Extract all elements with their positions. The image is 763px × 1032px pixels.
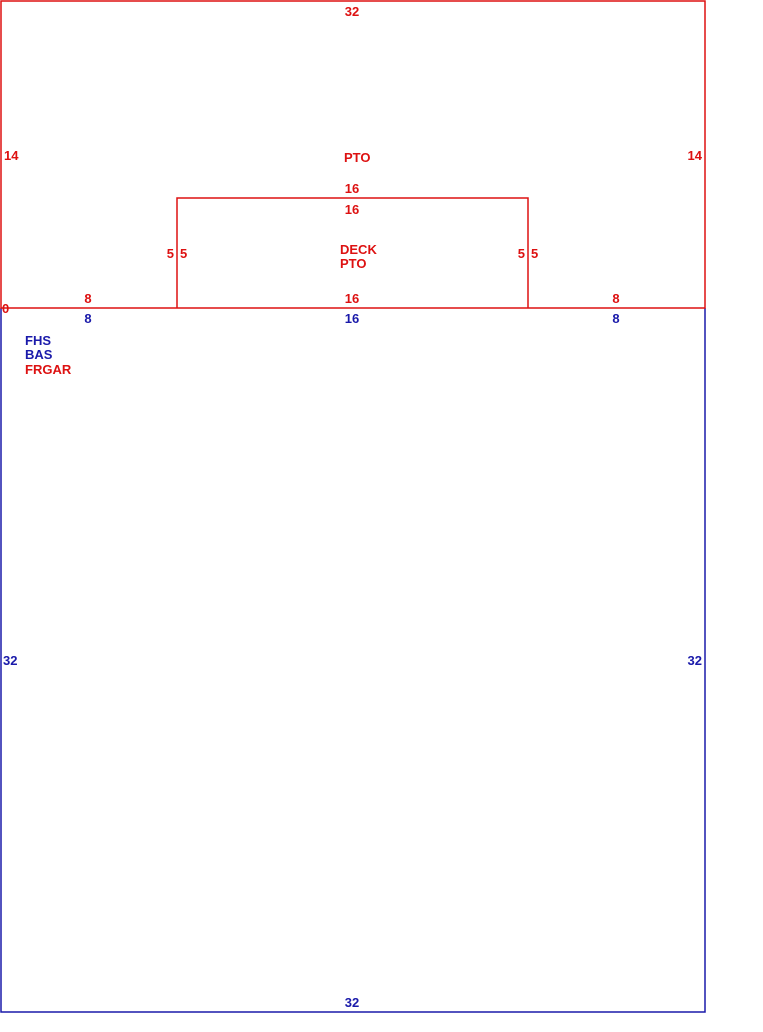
main-dim-bottom: 32 <box>345 995 359 1010</box>
deck-dim-left-outer: 5 <box>167 246 174 261</box>
pto-label: PTO <box>344 150 371 165</box>
deck-dim-right-outer: 5 <box>531 246 538 261</box>
main-dim-left: 32 <box>3 653 17 668</box>
deck-dim-top-inner: 16 <box>345 202 359 217</box>
deck-dim-top-outer: 16 <box>345 181 359 196</box>
main-dim-top-left: 8 <box>84 311 91 326</box>
deck-dim-left-inner: 5 <box>180 246 187 261</box>
pto-dim-bottom-right: 8 <box>612 291 619 306</box>
main-dim-right: 32 <box>688 653 702 668</box>
pto-dim-right: 14 <box>688 148 703 163</box>
main-label-line2: BAS <box>25 347 53 362</box>
main-label-line3: FRGAR <box>25 362 72 377</box>
pto-dim-top: 32 <box>345 4 359 19</box>
pto-area-outline <box>0 0 706 309</box>
pto-dim-origin: 0 <box>2 301 9 316</box>
pto-dim-bottom-left: 8 <box>84 291 91 306</box>
pto-dim-bottom-center: 16 <box>345 291 359 306</box>
main-label-line1: FHS <box>25 333 51 348</box>
main-area-outline <box>0 308 706 1013</box>
pto-dim-left: 14 <box>4 148 19 163</box>
main-dim-top-center: 16 <box>345 311 359 326</box>
deck-dim-right-inner: 5 <box>518 246 525 261</box>
deck-area-outline <box>176 197 529 308</box>
main-dim-top-right: 8 <box>612 311 619 326</box>
deck-label-line2: PTO <box>340 256 367 271</box>
deck-label-line1: DECK <box>340 242 377 257</box>
